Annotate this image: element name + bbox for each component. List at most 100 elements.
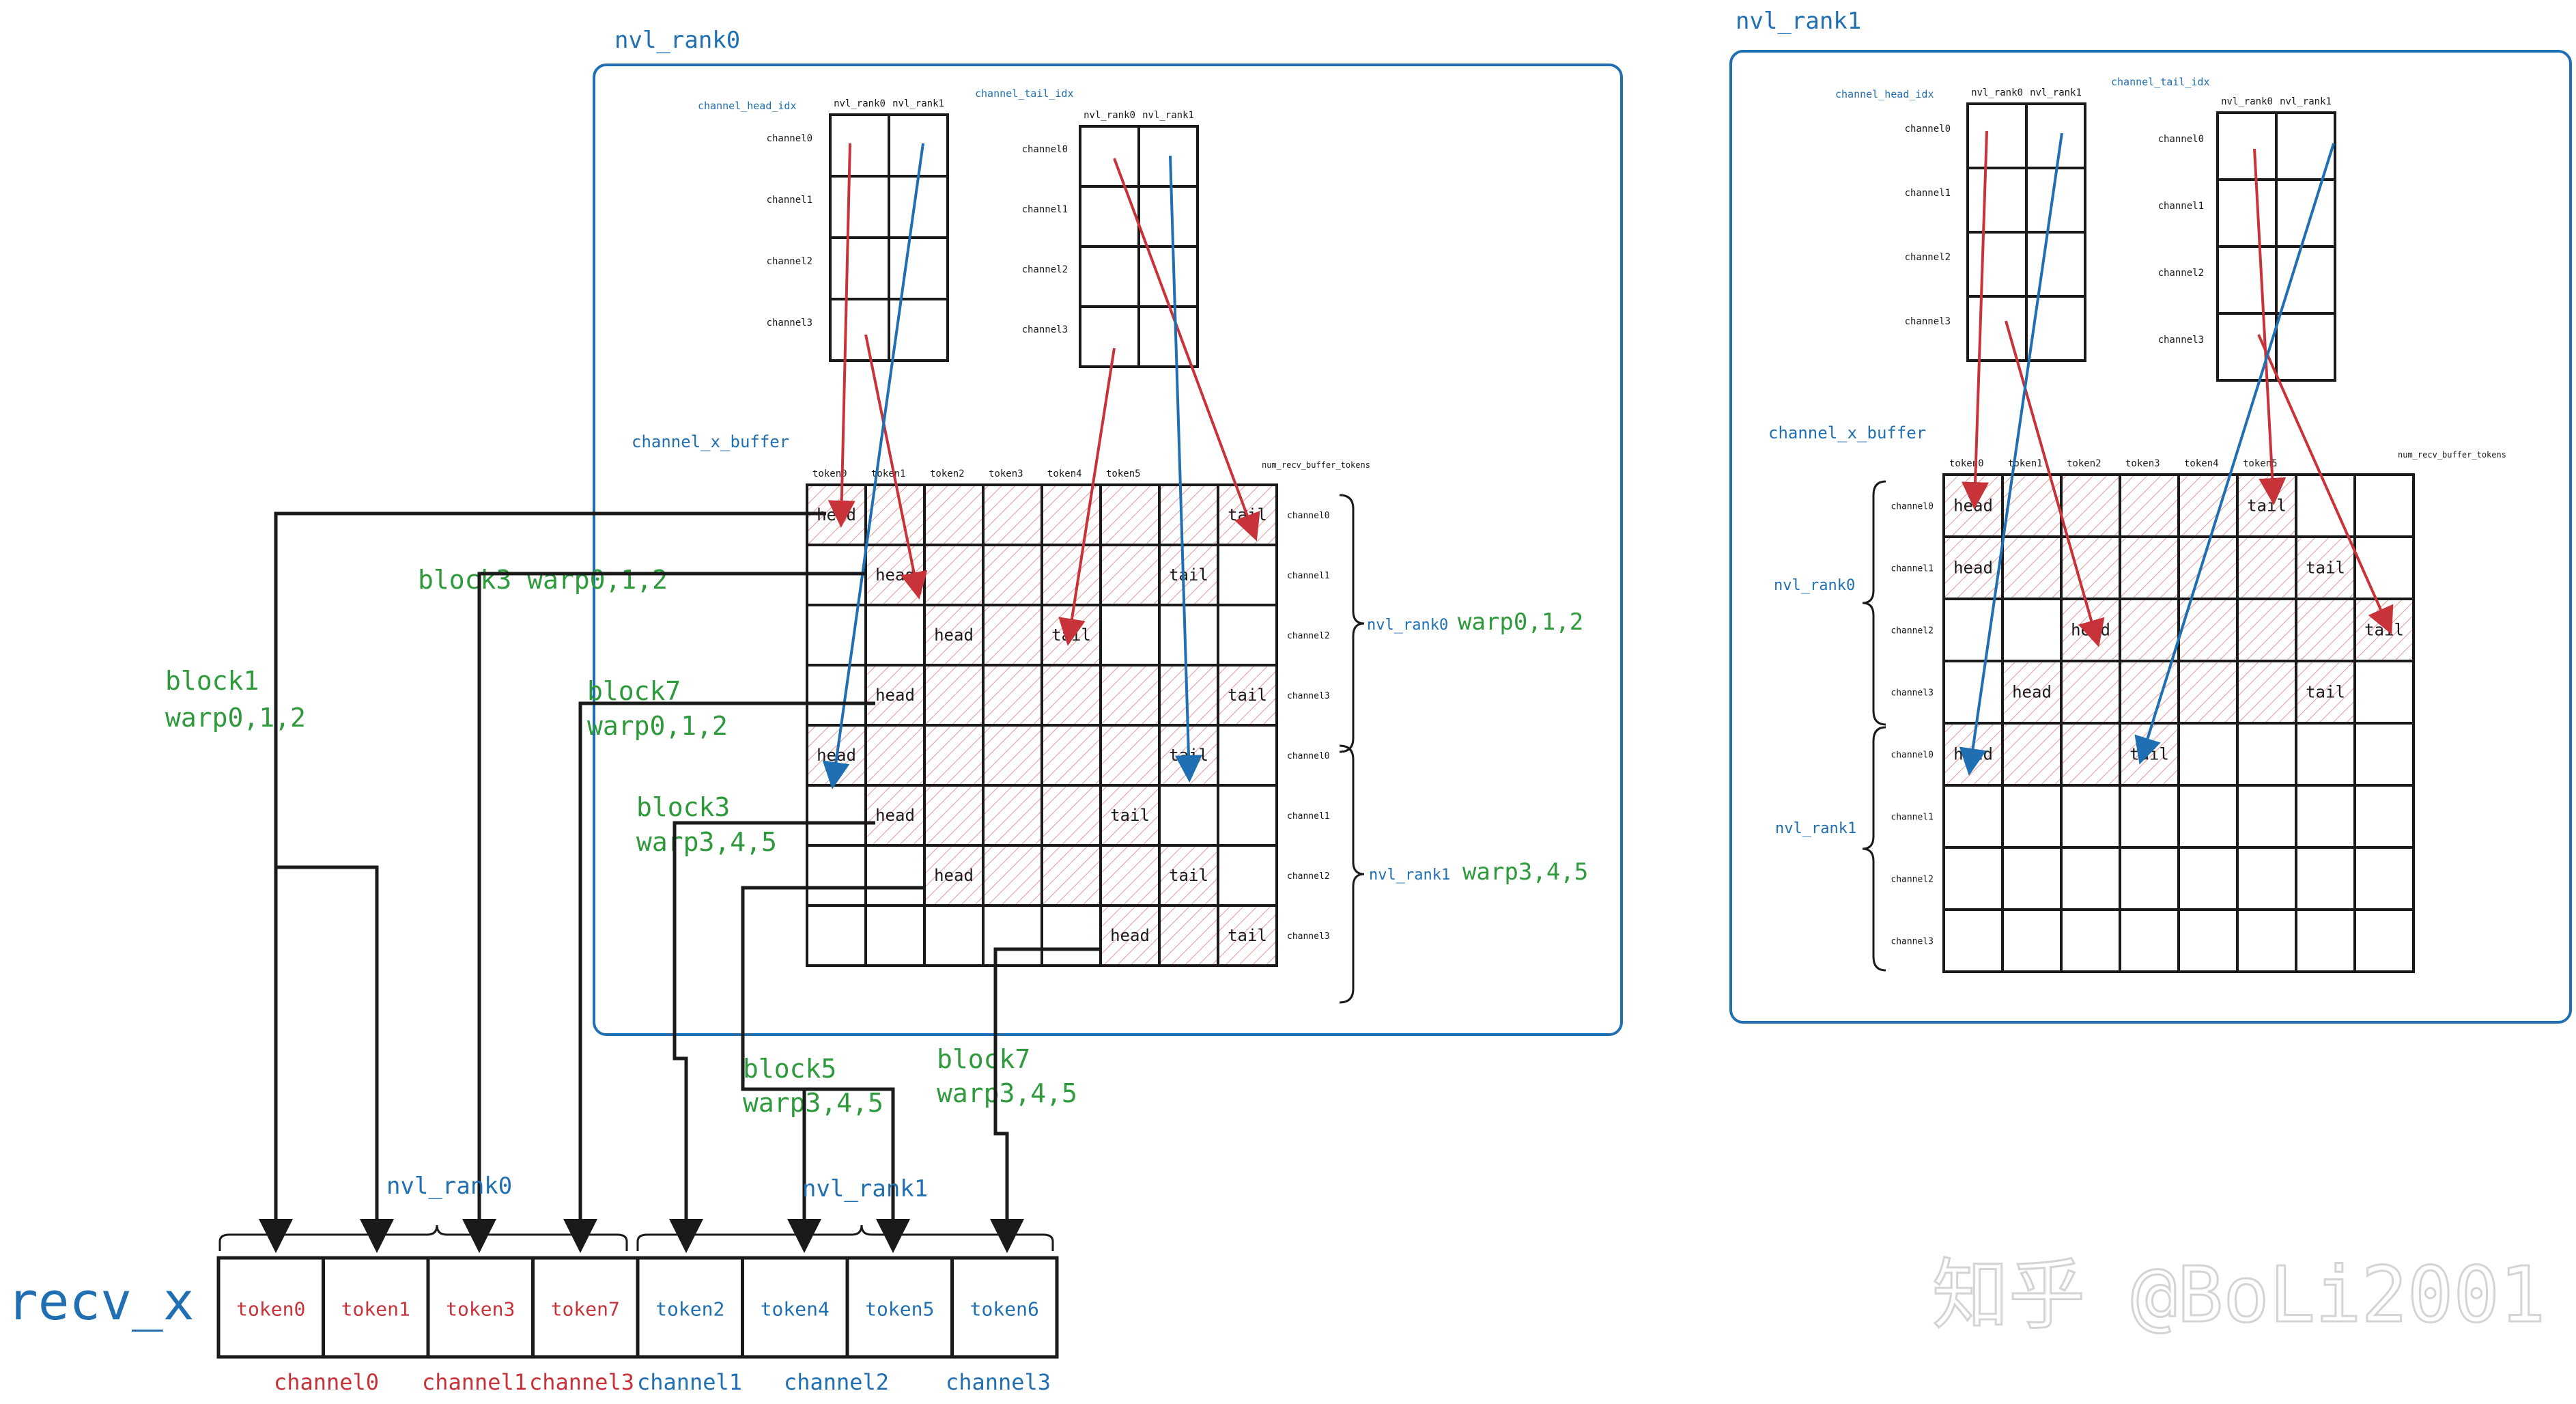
p1-head-cell — [1966, 295, 2028, 362]
p1-buffer-cell — [2060, 908, 2121, 973]
connector-token6 — [990, 947, 1099, 1253]
p0-tail-marker: tail — [1228, 686, 1267, 705]
recv-x-cell-2: token3 — [446, 1298, 515, 1321]
p1-head-cell — [1966, 167, 2028, 234]
p1-buffer-cell — [2060, 722, 2121, 787]
recv-x-channel-2: channel3 — [529, 1369, 634, 1395]
connector-token0 — [259, 511, 826, 1253]
p0-buffer-cell — [1217, 844, 1278, 907]
p1-buffer-cell — [2295, 908, 2356, 973]
p1-buffer-cell — [1942, 846, 2004, 911]
p0-arrow-head-rank0-ch0 — [827, 143, 855, 528]
watermark: 知乎 @BoLi2001 — [1932, 1251, 2545, 1340]
p0-head-row-3: channel3 — [767, 318, 812, 328]
p0-head-marker: head — [934, 866, 974, 885]
connector-token1 — [276, 865, 394, 1253]
p0-head-cell — [888, 113, 949, 178]
p1-tail-idx-label: channel_tail_idx — [2111, 76, 2210, 88]
p0-buffer-cell — [1217, 724, 1278, 787]
block5-warps-label: warp3,4,5 — [743, 1088, 883, 1118]
recv-x-cell-0: token0 — [236, 1298, 305, 1321]
p1-buffer-cell — [2295, 722, 2356, 787]
p0-head-cell — [829, 298, 890, 362]
block1-warps-label: warp0,1,2 — [165, 703, 306, 733]
p1-buffer-cell — [2060, 660, 2121, 725]
p1-buffer-cell — [2295, 846, 2356, 911]
p0-head-row-0: channel0 — [767, 133, 812, 144]
p1-head-row-1: channel1 — [1905, 188, 1951, 199]
p1-brace-rank0 — [1862, 480, 1886, 726]
p0-buffer-cell — [923, 544, 985, 606]
p1-buffer-cell — [2236, 908, 2297, 973]
p0-tail-cell — [1079, 185, 1140, 248]
p0-group-rank1: nvl_rank1 — [1369, 867, 1450, 884]
p0-buffer-cell — [923, 904, 985, 967]
p0-head-marker: head — [1110, 926, 1150, 945]
p0-buffer-cell — [1041, 724, 1102, 787]
connectors — [259, 511, 1099, 1253]
p1-tail-row-3: channel3 — [2158, 335, 2204, 346]
p0-head-cell — [829, 175, 890, 239]
p0-arrow-tail-rank1-ch0 — [1169, 155, 1203, 783]
p1-buf-ch-6: channel2 — [1891, 875, 1934, 885]
p0-buffer-label: channel_x_buffer — [632, 432, 789, 451]
p1-tail-marker: tail — [2129, 745, 2169, 764]
p1-buffer-cell — [2295, 784, 2356, 849]
p1-tail-marker: tail — [2247, 496, 2287, 516]
p1-tail-col-0: nvl_rank0 — [2221, 96, 2273, 107]
p0-group-rank1-warps: warp3,4,5 — [1462, 858, 1588, 886]
p1-head-idx-label: channel_head_idx — [1835, 88, 1934, 100]
recv-x-cell-6: token5 — [865, 1298, 934, 1321]
p0-buffer-cell — [806, 844, 867, 907]
p0-brace-rank0 — [1339, 494, 1365, 753]
p1-head-cell — [2025, 231, 2086, 298]
p1-tail-marker: tail — [2364, 621, 2404, 640]
p1-tail-cell — [2216, 245, 2278, 315]
p0-head-row-1: channel1 — [767, 195, 812, 206]
recv-x-cell-7: token6 — [970, 1298, 1039, 1321]
p1-head-marker: head — [2071, 621, 2110, 640]
p1-buffer-cell — [2001, 722, 2063, 787]
p0-buffer-cell — [864, 604, 926, 666]
p1-buffer-cell — [2119, 908, 2180, 973]
p1-buffer-cell — [2001, 535, 2063, 600]
p0-head-col-1: nvl_rank1 — [892, 98, 944, 109]
p0-token-2: token2 — [930, 468, 965, 479]
p1-head-marker: head — [1953, 496, 1993, 516]
p0-buffer-cell — [1217, 544, 1278, 606]
p0-buf-ch-6: channel2 — [1287, 871, 1330, 882]
p0-buffer-cell — [1099, 844, 1161, 907]
p1-buffer-cell — [2060, 846, 2121, 911]
p1-tail-cell — [2216, 111, 2278, 181]
p0-buffer-cell — [1099, 483, 1161, 546]
block7b-label: block7 — [937, 1044, 1030, 1074]
p0-buffer-cell — [982, 604, 1043, 666]
p1-token-0: token0 — [1949, 458, 1984, 469]
p1-head-row-0: channel0 — [1905, 124, 1951, 135]
p1-arrow-tail-rank0-ch3 — [2257, 334, 2394, 635]
p1-buf-ch-3: channel3 — [1891, 688, 1934, 699]
p0-head-cell — [829, 236, 890, 300]
p1-brace-rank1 — [1862, 726, 1886, 972]
p0-buf-ch-4: channel0 — [1287, 751, 1330, 761]
p0-head-marker: head — [875, 806, 915, 825]
recv-x-cell-1: token1 — [341, 1298, 410, 1321]
p0-buffer-cell — [806, 664, 867, 727]
p0-arrow-head-rank0-ch3 — [864, 334, 928, 600]
p0-head-idx-label: channel_head_idx — [698, 100, 797, 112]
p1-head-cell — [2025, 295, 2086, 362]
connector-token4 — [743, 1087, 821, 1253]
p0-buffer-cell — [923, 724, 985, 787]
p1-group-rank0: nvl_rank0 — [1774, 577, 1855, 594]
p1-buffer-cell — [2177, 908, 2239, 973]
p0-tail-idx-label: channel_tail_idx — [975, 87, 1074, 100]
p0-buffer-cell — [806, 904, 867, 967]
p0-token-1: token1 — [871, 468, 906, 479]
p1-tail-row-1: channel1 — [2158, 201, 2204, 212]
p1-buffer-cell — [2353, 846, 2415, 911]
p0-buffer-cell — [1041, 784, 1102, 847]
p0-buffer-cell — [982, 904, 1043, 967]
